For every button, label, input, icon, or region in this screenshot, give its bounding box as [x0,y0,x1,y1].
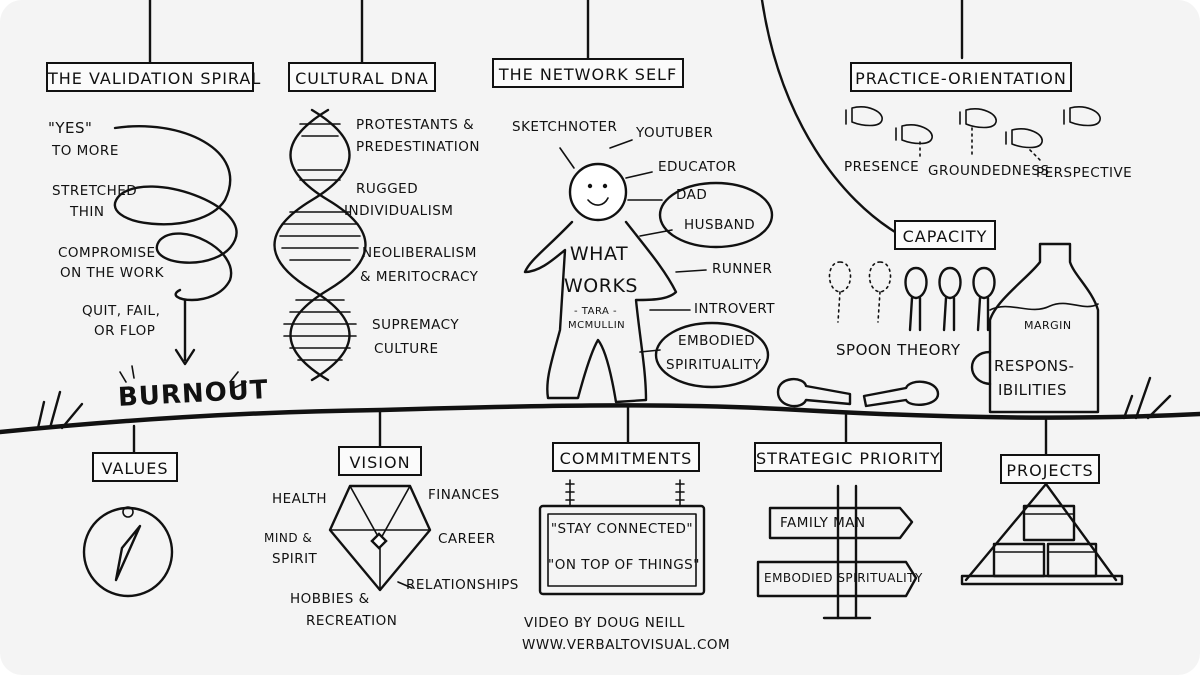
validation-spiral [113,124,238,302]
practice-orientation-title: PRACTICE-ORIENTATION [850,62,1072,92]
vision-item: CAREER [438,531,496,547]
practice-item: GROUNDEDNESS [928,163,1050,179]
spiral-step: ON THE WORK [60,265,164,281]
vision-item: SPIRIT [272,551,318,567]
project-box [992,542,1046,578]
compass [82,506,174,598]
vision-item: MIND & [264,531,313,545]
responsibilities-label: IBILITIES [998,381,1068,399]
spiral-step: "YES" [48,119,93,137]
dna-strand-a [273,108,351,382]
values-title: VALUES [92,452,178,482]
commitments-title: COMMITMENTS [552,442,700,472]
vision-item: HOBBIES & [290,591,370,607]
vision-item: FINANCES [428,487,500,503]
vision-item: RELATIONSHIPS [406,577,519,593]
jug-handle [971,350,992,386]
capacity-title: CAPACITY [894,220,996,250]
figure-text-works: WORKS [564,275,638,297]
role-label: SPIRITUALITY [666,357,762,373]
spiral-step: THIN [70,204,105,220]
credit-line: VIDEO BY DOUG NEILL [524,615,685,631]
project-box [1046,542,1098,578]
dna-item: & MERITOCRACY [360,269,479,285]
dna-strand-b [289,108,367,382]
role-label: INTROVERT [694,301,776,317]
spiral-step: COMPROMISE [58,245,156,261]
strategic-priority-title: STRATEGIC PRIORITY [754,442,942,472]
validation-spiral-title: THE VALIDATION SPIRAL [46,62,260,92]
vision-item: HEALTH [272,491,327,507]
role-label: HUSBAND [684,217,756,233]
jug-margin-line [989,302,1099,311]
role-label: RUNNER [712,261,773,277]
spoon-theory-label: SPOON THEORY [836,341,961,359]
spiral-step: QUIT, FAIL, [82,303,161,319]
sign-family-man [768,506,914,540]
cultural-dna-title: CULTURAL DNA [288,62,436,92]
grass-tuft-left [36,390,84,430]
spiral-step: STRETCHED [52,183,138,199]
arc-line [760,0,902,237]
role-label: YOUTUBER [636,125,714,141]
spoons [828,261,996,332]
dna-item: CULTURE [374,341,439,357]
circle-dad-husband [658,181,774,249]
margin-label: MARGIN [1024,319,1072,332]
sign-embodied-spirituality [756,560,918,598]
vision-item: RECREATION [306,613,398,629]
spiral-step: TO MORE [52,143,119,159]
jug [988,242,1100,414]
dna-item: PROTESTANTS & [356,117,475,133]
project-box [1022,504,1076,542]
vision-diamond [328,484,432,592]
spiral-arrow-head [174,348,196,366]
vision-title: VISION [338,446,422,476]
dna-item: INDIVIDUALISM [344,203,454,219]
burnout-sparks [119,365,247,389]
dna-item: PREDESTINATION [356,139,481,155]
practice-item: PRESENCE [844,159,920,175]
sign-label: EMBODIED SPIRITUALITY [764,571,923,585]
role-label: SKETCHNOTER [512,119,618,135]
spiral-step: OR FLOP [94,323,156,339]
commitment-quote: "ON TOP OF THINGS" [548,557,700,573]
dna-rungs [279,123,361,361]
spoon-lying [776,378,852,408]
role-label: EDUCATOR [658,159,737,175]
ground-line [0,403,1200,435]
role-label: EMBODIED [678,333,756,349]
credit-url: WWW.VERBALTOVISUAL.COM [522,637,731,653]
figure-text-tara: - TARA - [574,306,618,317]
commitments-sign [538,504,706,596]
projects-title: PROJECTS [1000,454,1100,484]
figure-text-what: WHAT [569,243,629,265]
dna-item: RUGGED [356,181,419,197]
figure-head [568,162,628,222]
network-self-title: THE NETWORK SELF [492,58,684,88]
practice-item: PERSPECTIVE [1036,165,1133,181]
spoon-lying [862,380,940,408]
compass-needle [114,524,142,582]
commitment-quote: "STAY CONNECTED" [550,521,694,537]
dna-item: NEOLIBERALISM [362,245,477,261]
role-label: DAD [676,187,708,203]
dna-item: SUPREMACY [372,317,460,333]
circle-embodied-spirituality [654,321,770,389]
practice-lamps [845,106,1101,149]
figure-body [523,220,678,404]
grass-tuft-right [1122,376,1172,420]
responsibilities-label: RESPONS- [994,357,1075,375]
figure-text-mcmullin: MCMULLIN [568,320,626,331]
sign-label: FAMILY MAN [780,515,866,531]
